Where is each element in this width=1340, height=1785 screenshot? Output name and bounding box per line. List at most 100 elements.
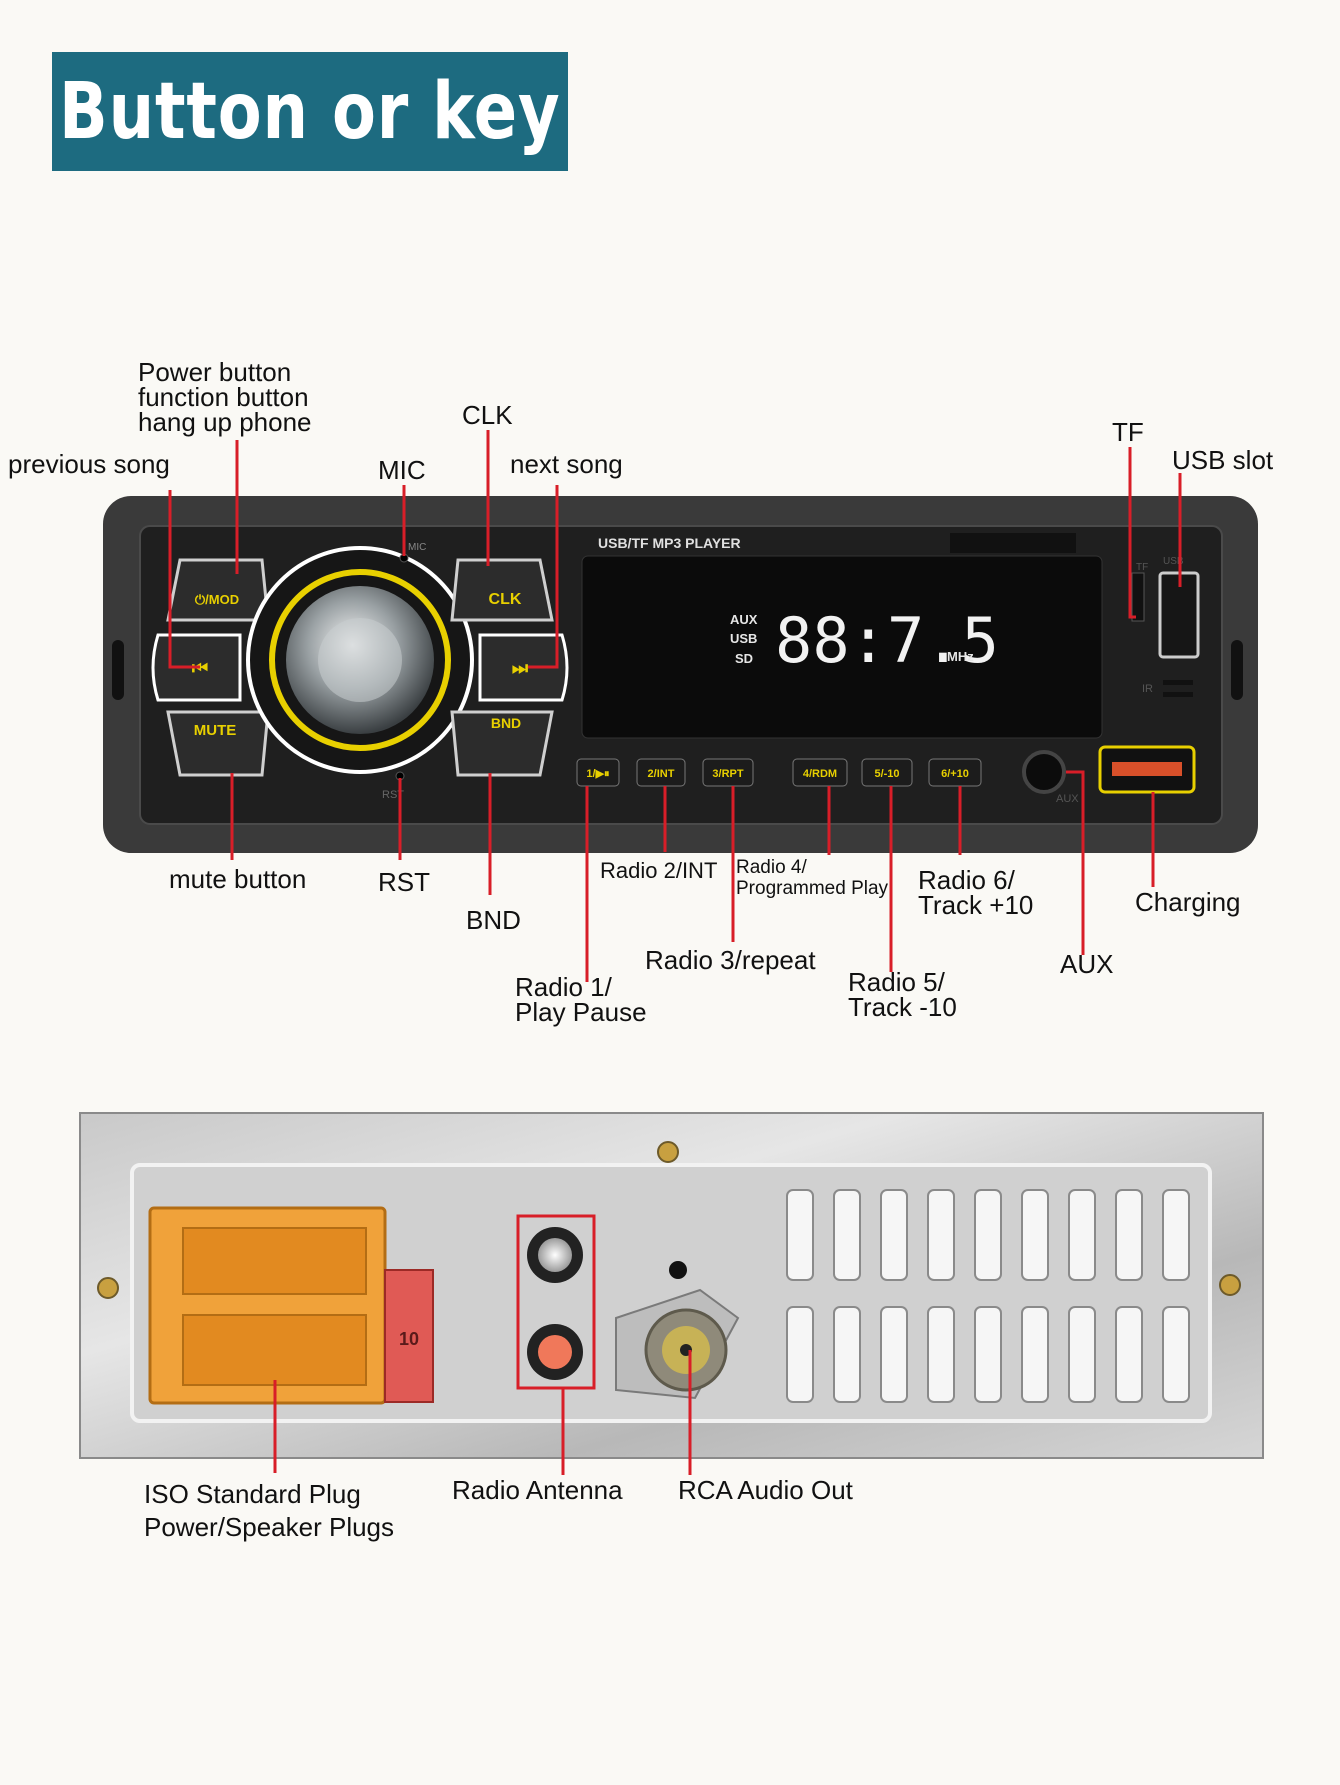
display-unit: MHz (947, 649, 974, 664)
label-radio4-line1: Radio 4/ (736, 857, 807, 878)
lcd-display (581, 555, 1103, 739)
display-aux: AUX (730, 612, 758, 627)
bnd-button[interactable] (450, 710, 554, 777)
iso-socket-lower (182, 1314, 367, 1386)
title-banner: Button or key (52, 52, 568, 171)
knob-yellow-ring (269, 569, 451, 751)
label-charging: Charging (1135, 887, 1241, 917)
leader-aux (1066, 770, 1085, 955)
vent-slot (880, 1189, 908, 1281)
tf-mark: TF (1136, 562, 1148, 573)
tf-card-slot[interactable] (1131, 572, 1145, 622)
back-leader-lines (273, 1350, 692, 1475)
clk-button[interactable] (450, 558, 554, 622)
screw-left (97, 1277, 119, 1299)
next-icon: ⏭ (512, 658, 529, 678)
vent-slot (927, 1306, 955, 1403)
knob-center (318, 618, 402, 702)
screw-top (657, 1141, 679, 1163)
label-mute: mute button (169, 864, 307, 894)
fuse-holder (384, 1269, 434, 1403)
label-clk: CLK (462, 400, 513, 430)
vent-slot (833, 1189, 861, 1281)
preset-6-label: 6/+10 (941, 768, 969, 780)
label-antenna: Radio Antenna (452, 1475, 623, 1505)
label-power-line2: function button (138, 382, 309, 412)
iso-plug: 10 (148, 1206, 434, 1405)
ir-window-2 (1163, 692, 1193, 697)
mic-mark: MIC (408, 542, 426, 553)
leader-previous (168, 490, 200, 669)
vent-slot (786, 1189, 814, 1281)
label-radio6-line2: Track +10 (918, 890, 1034, 920)
preset-5-label: 5/-10 (874, 768, 899, 780)
leader-next (528, 485, 559, 669)
vent-slot (1068, 1189, 1096, 1281)
vent-slot (1068, 1306, 1096, 1403)
usb-mark: USB (1163, 556, 1184, 567)
screw-right (1219, 1274, 1241, 1296)
label-radio6-line1: Radio 6/ (918, 865, 1015, 895)
power-mod-button[interactable] (166, 558, 270, 622)
vent-slot (927, 1189, 955, 1281)
label-rst: RST (378, 867, 430, 897)
label-usb: USB slot (1172, 445, 1274, 475)
label-radio1-line2: Play Pause (515, 997, 647, 1027)
bezel-clip-left (112, 640, 124, 700)
label-radio1: Radio 1/ Play Pause (515, 974, 647, 1027)
preset-buttons: 1/▶⏸ 2/INT 3/RPT 4/RDM 5/-10 6/+10 (576, 758, 982, 787)
label-radio5: Radio 5/ Track -10 (848, 969, 957, 1022)
bezel-clip-right (1231, 640, 1243, 700)
page-title: Button or key (59, 66, 561, 157)
preset-4-button[interactable] (792, 758, 848, 787)
label-iso-line1: ISO Standard Plug (144, 1479, 361, 1509)
label-radio2: Radio 2/INT (600, 858, 718, 883)
mute-label: MUTE (194, 722, 237, 739)
label-power-line1: Power button (138, 357, 292, 387)
label-tf: TF (1112, 417, 1144, 447)
preset-1-button[interactable] (576, 758, 620, 787)
label-radio6: Radio 6/ Track +10 (918, 865, 1034, 920)
display-digits: 88:7.5 (775, 604, 999, 677)
rca-highlight-box (516, 1214, 596, 1390)
fuse-rating: 10 (399, 1329, 419, 1349)
label-mic: MIC (378, 455, 426, 485)
ir-window-1 (1163, 680, 1193, 685)
front-leader-lines (168, 430, 1182, 982)
label-radio5-line2: Track -10 (848, 992, 957, 1022)
power-mod-label: ⏻/MOD (195, 592, 239, 607)
next-button[interactable] (478, 633, 569, 702)
label-iso: ISO Standard Plug Power/Speaker Plugs (144, 1478, 394, 1544)
label-iso-line2: Power/Speaker Plugs (144, 1512, 395, 1542)
label-next: next song (510, 449, 623, 479)
label-radio4: Radio 4/ Programmed Play (736, 857, 888, 899)
preset-5-button[interactable] (861, 758, 913, 787)
display-sd: SD (735, 651, 753, 666)
preset-4-label: 4/RDM (803, 768, 837, 780)
vent-slots (786, 1189, 1190, 1403)
preset-2-label: 2/INT (648, 768, 675, 780)
vent-slot (1021, 1306, 1049, 1403)
preset-2-button[interactable] (636, 758, 686, 787)
label-rca: RCA Audio Out (678, 1475, 853, 1505)
rca-jack-white-insert (538, 1238, 572, 1272)
aux-mark: AUX (1056, 793, 1079, 805)
vent-slot (1115, 1189, 1143, 1281)
vent-slot (1021, 1189, 1049, 1281)
display-usb: USB (730, 631, 757, 646)
aux-jack[interactable] (1022, 750, 1066, 794)
label-power-line3: hang up phone (138, 407, 312, 437)
preset-1-label: 1/▶⏸ (586, 768, 609, 780)
vent-slot (1162, 1189, 1190, 1281)
preset-6-button[interactable] (928, 758, 982, 787)
label-radio4-line2: Programmed Play (736, 878, 889, 899)
vent-slot (974, 1306, 1002, 1403)
mute-button[interactable] (166, 710, 270, 777)
label-bnd: BND (466, 905, 521, 935)
vent-slot (880, 1306, 908, 1403)
preset-3-button[interactable] (702, 758, 754, 787)
cd-slot-trim (950, 533, 1076, 553)
vent-slot (1162, 1306, 1190, 1403)
front-panel: ⏻/MOD ⏮ MUTE CLK ⏭ BND MIC RST USB/TF MP… (103, 496, 1258, 853)
